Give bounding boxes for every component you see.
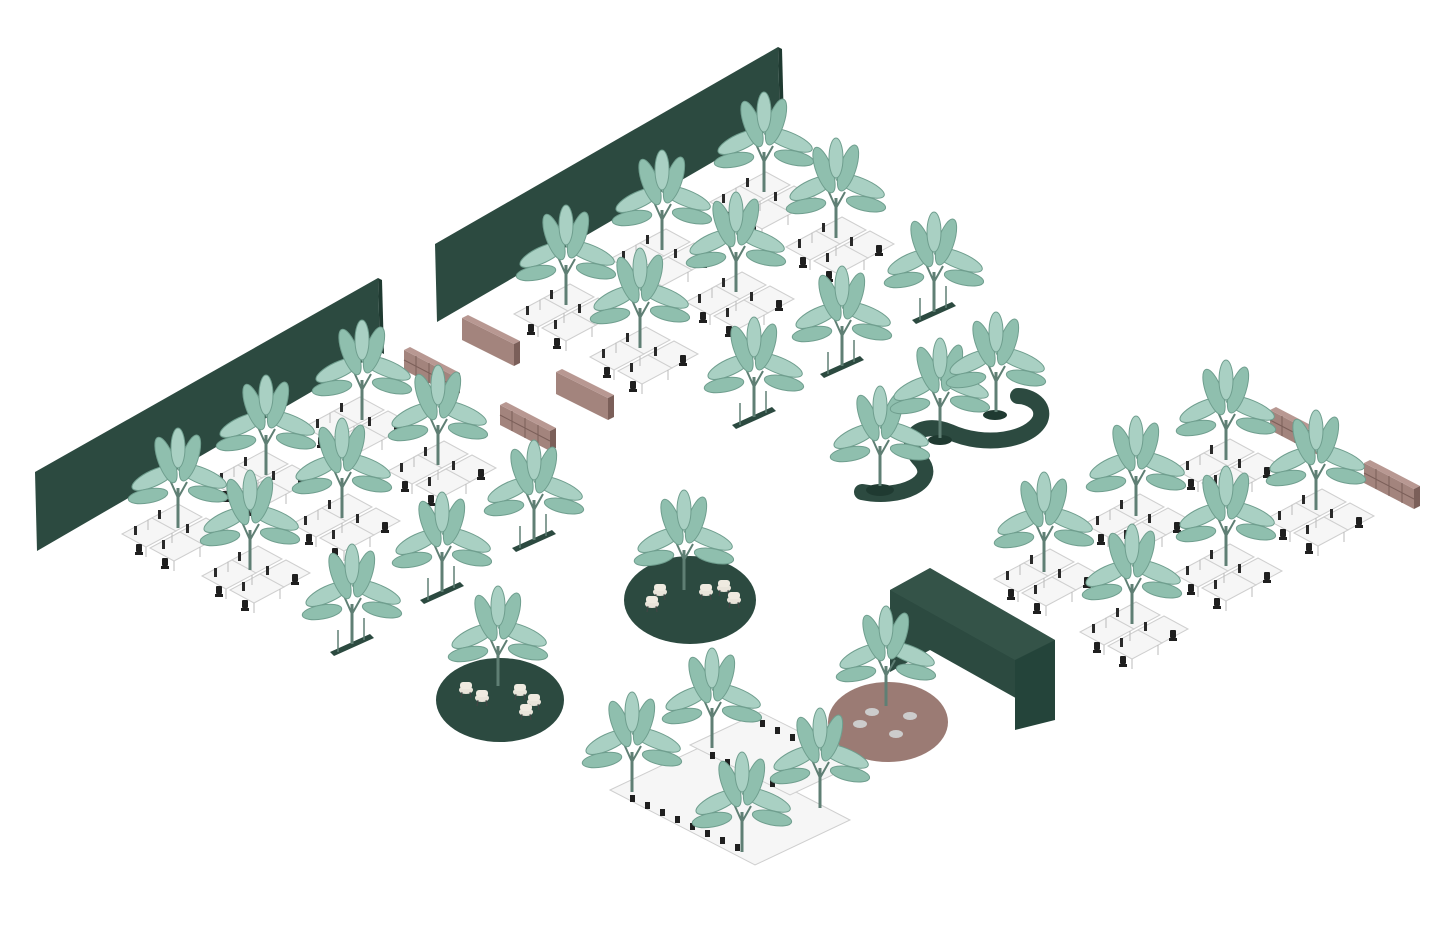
bookshelf-4 <box>1363 459 1421 510</box>
lounge-rug-brown <box>828 604 948 762</box>
workstation-group-right <box>991 358 1375 670</box>
meeting-tables <box>579 646 873 866</box>
lounge-rug-left <box>436 584 564 742</box>
cabinet-1 <box>462 315 520 366</box>
curved-planter-bench <box>827 310 1050 502</box>
lounge-rug-center <box>624 488 756 644</box>
bookshelf-2 <box>499 401 557 452</box>
